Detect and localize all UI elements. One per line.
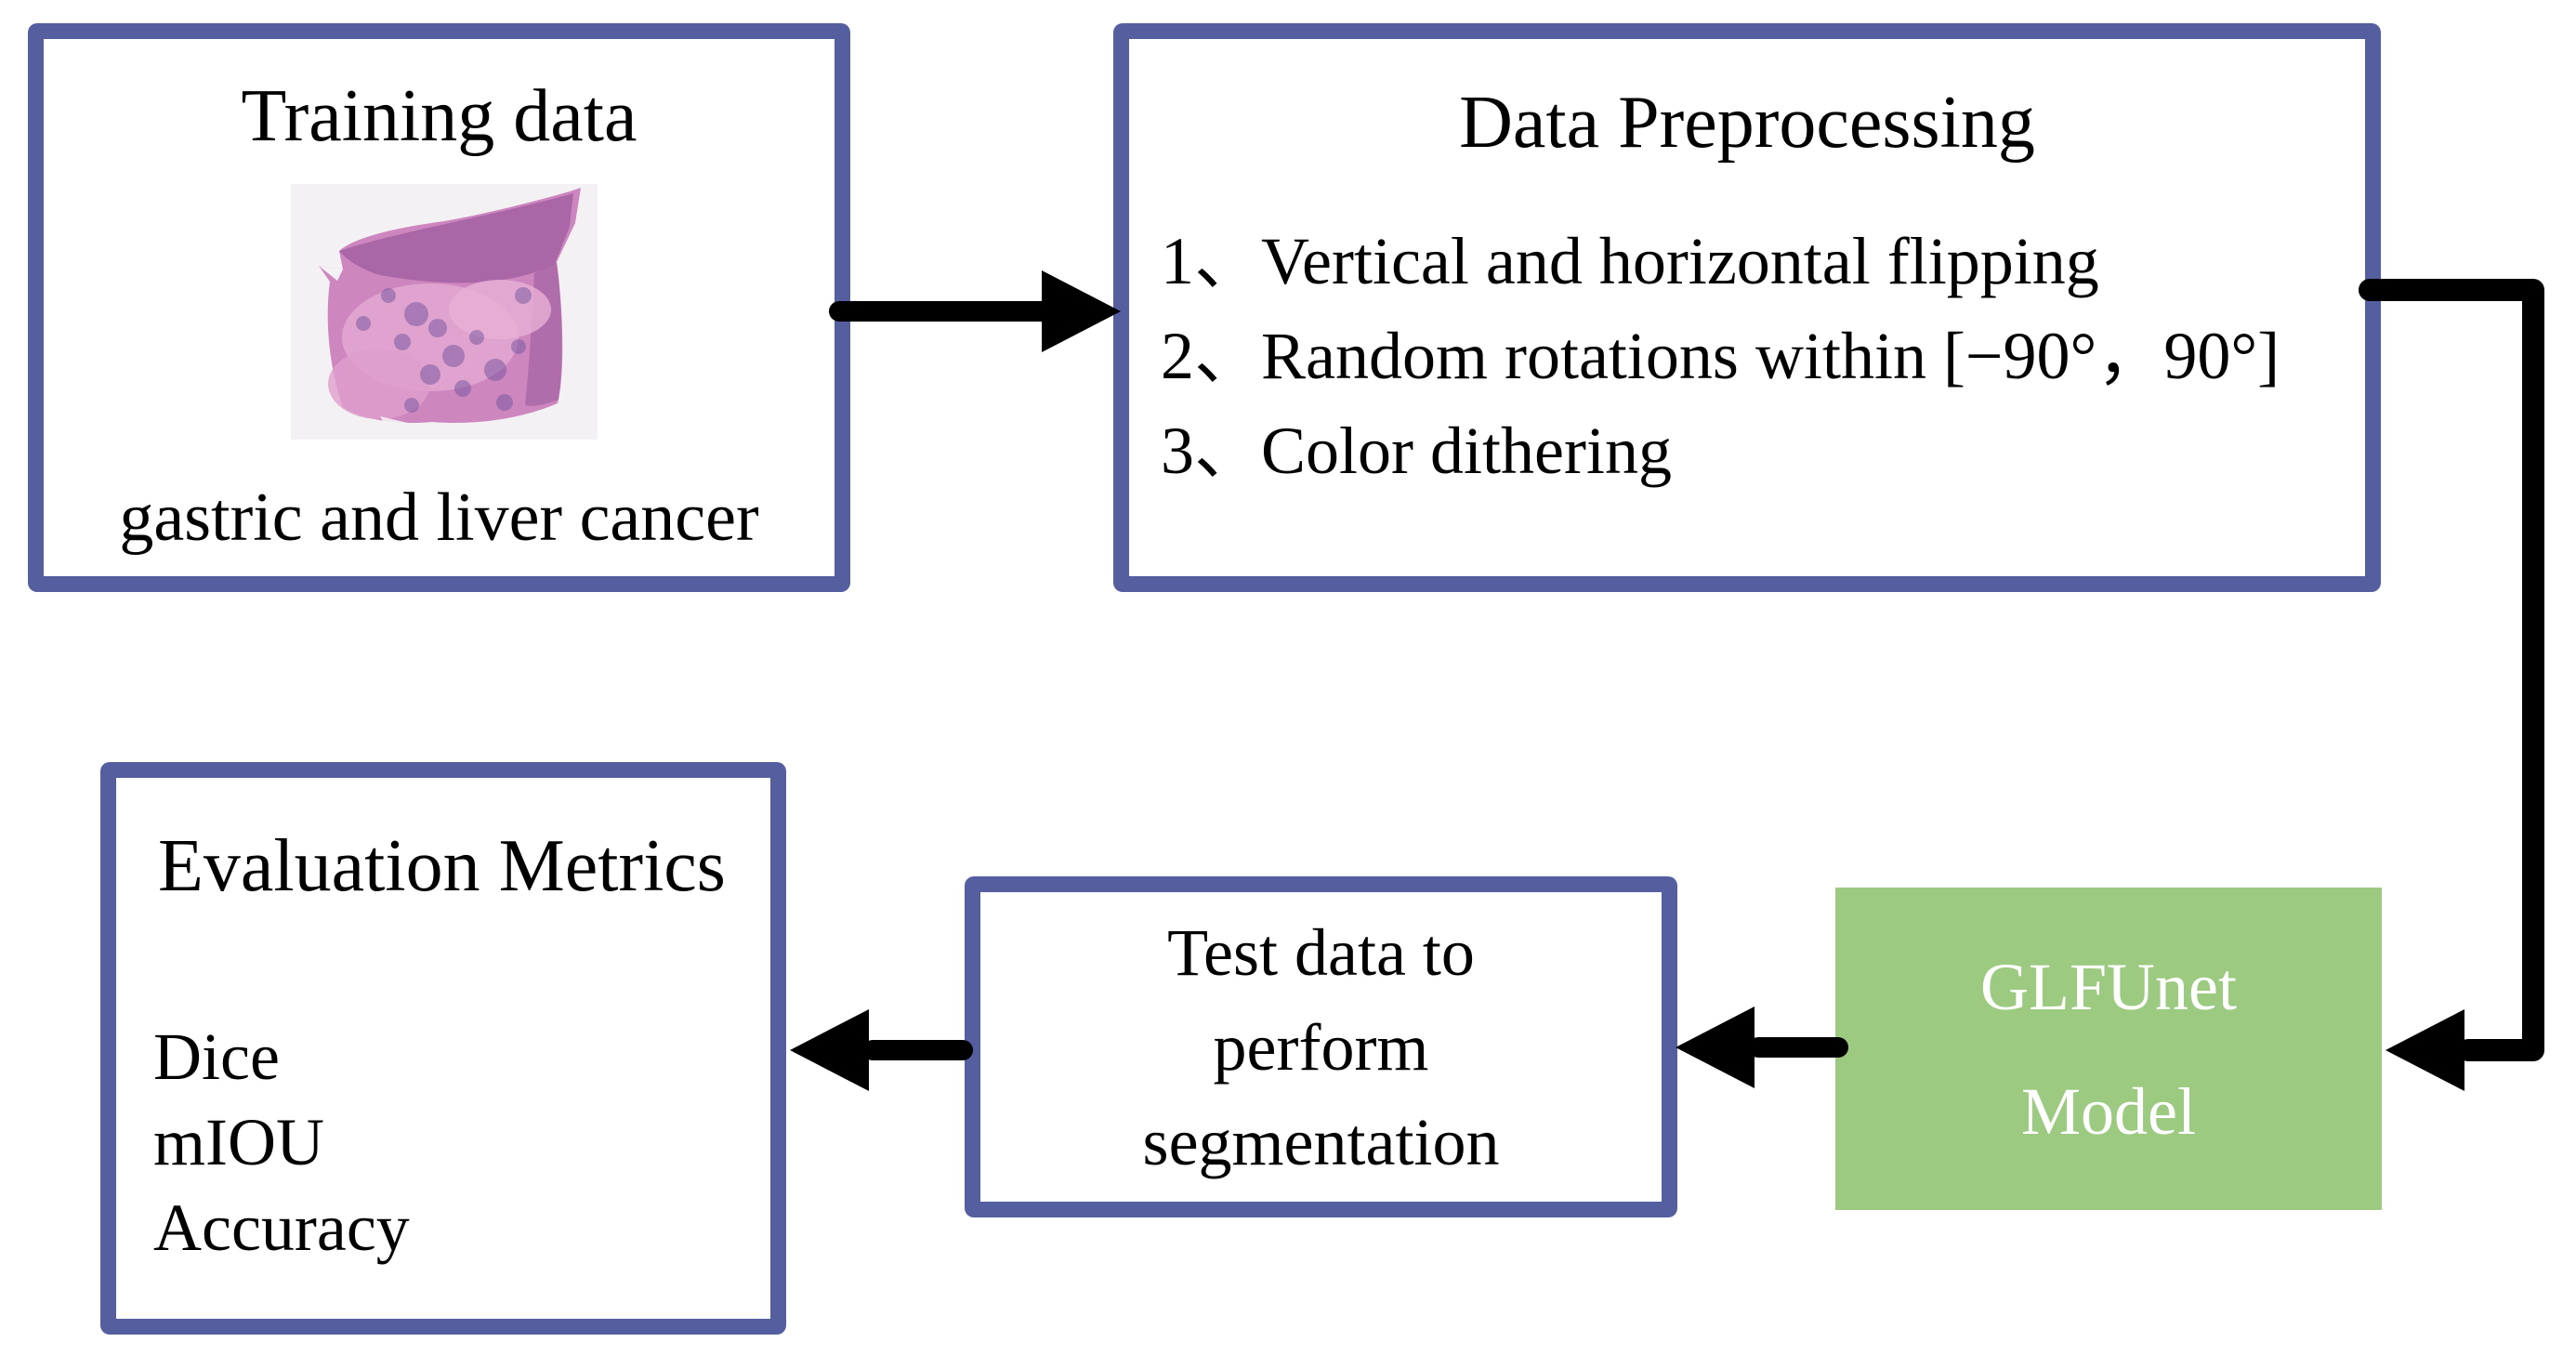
evaluation-metrics-title: Evaluation Metrics xyxy=(158,825,726,907)
data-preprocessing-title: Data Preprocessing xyxy=(1459,82,2035,164)
preprocessing-step-1: 1、Vertical and horizontal flipping xyxy=(1161,224,2099,298)
arrow-test-to-evaluation xyxy=(790,1009,973,1091)
test-data-line-3: segmentation xyxy=(1142,1104,1500,1179)
evaluation-metrics-list: Dice mIOU Accuracy xyxy=(153,1014,410,1270)
histology-slide-image xyxy=(291,184,598,440)
evaluation-metrics-box: Evaluation Metrics Dice mIOU Accuracy xyxy=(100,762,786,1335)
data-preprocessing-box: Data Preprocessing 1、Vertical and horizo… xyxy=(1113,23,2381,592)
metric-miou: mIOU xyxy=(153,1105,324,1179)
preprocessing-step-2: 2、Random rotations within [−90°，90°] xyxy=(1161,319,2280,393)
test-data-box: Test data to perform segmentation xyxy=(965,876,1677,1217)
arrow-preprocessing-to-model xyxy=(2359,279,2544,1091)
test-data-line-1: Test data to xyxy=(1167,914,1475,990)
training-data-title: Training data xyxy=(241,75,637,157)
preprocessing-steps-list: 1、Vertical and horizontal flipping 2、Ran… xyxy=(1161,214,2356,498)
training-data-box: Training data xyxy=(28,23,850,592)
metric-dice: Dice xyxy=(153,1020,280,1094)
training-data-caption: gastric and liver cancer xyxy=(119,480,759,556)
arrow-training-to-preprocessing xyxy=(829,270,1121,352)
metric-accuracy: Accuracy xyxy=(153,1191,410,1265)
model-label: Model xyxy=(2021,1073,2196,1149)
glfunet-model-box: GLFUnet Model xyxy=(1835,888,2382,1210)
test-data-line-2: perform xyxy=(1213,1009,1429,1085)
model-name: GLFUnet xyxy=(1980,949,2237,1024)
preprocessing-step-3: 3、Color dithering xyxy=(1161,414,1672,488)
arrow-model-to-test xyxy=(1676,1006,1848,1088)
